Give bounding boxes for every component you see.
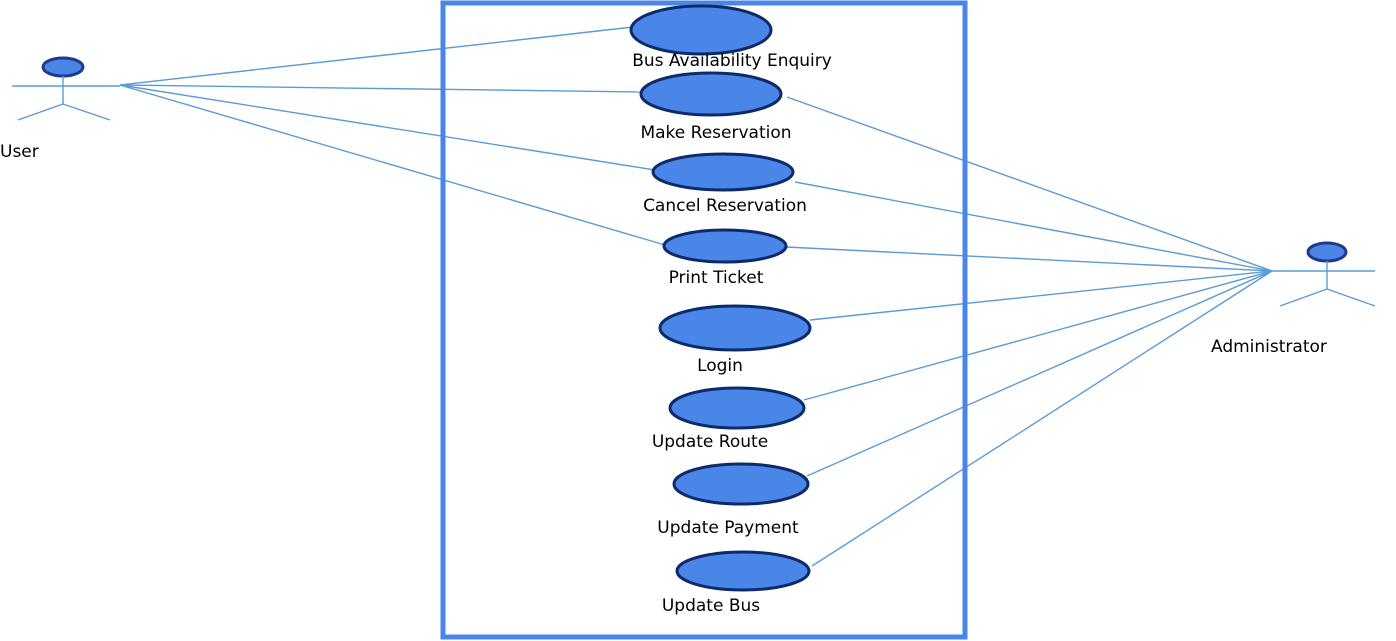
assoc-admin-uc6 [803,270,1273,401]
use-case-bus-availability-enquiry[interactable]: Bus Availability Enquiry [629,4,832,71]
use-case-ellipse [662,228,788,264]
use-case-ellipse [658,304,812,352]
actor-right-leg [62,103,111,121]
assoc-admin-uc4 [785,246,1273,272]
actor-administrator-label: Administrator [1211,337,1327,357]
assoc-admin-uc8 [811,270,1273,567]
assoc-admin-uc3 [794,181,1273,272]
use-case-label: Update Payment [657,518,799,538]
use-case-cancel-reservation[interactable]: Cancel Reservation [643,152,807,216]
assoc-user-uc3 [119,84,656,171]
use-case-ellipse [651,152,795,192]
assoc-admin-uc2 [786,96,1273,272]
use-case-make-reservation[interactable]: Make Reservation [639,71,792,143]
use-case-print-ticket[interactable]: Print Ticket [662,228,788,288]
use-case-label: Update Route [652,432,768,452]
use-case-update-payment[interactable]: Update Payment [657,462,810,538]
association-lines [119,26,1273,567]
actor-right-leg [1326,288,1376,307]
actor-user-label: User [0,142,39,162]
actor-left-leg [17,103,64,121]
actor-user[interactable]: User [0,56,120,162]
use-case-label: Login [697,356,743,376]
use-case-ellipse [639,71,783,117]
use-case-ellipse [629,4,773,56]
use-case-ellipse [675,550,811,592]
system-boundary [440,0,968,640]
assoc-user-uc4 [119,84,666,246]
use-case-update-bus[interactable]: Update Bus [662,550,811,616]
assoc-user-uc2 [119,84,642,93]
assoc-user-uc1 [119,26,634,86]
assoc-admin-uc5 [809,270,1273,321]
use-case-ellipse [668,386,806,430]
use-case-update-route[interactable]: Update Route [652,386,806,452]
use-case-ellipse [672,462,810,506]
use-case-label: Cancel Reservation [643,196,807,216]
actor-left-leg [1279,288,1328,307]
use-case-label: Bus Availability Enquiry [632,51,832,71]
use-case-label: Make Reservation [640,123,791,143]
actor-head-icon [41,56,85,78]
use-case-login[interactable]: Login [658,304,812,376]
use-case-label: Print Ticket [669,268,764,288]
actor-head-icon [1306,241,1348,263]
use-case-label: Update Bus [662,596,760,616]
assoc-admin-uc7 [806,270,1273,477]
actor-administrator[interactable]: Administrator [1211,241,1376,357]
